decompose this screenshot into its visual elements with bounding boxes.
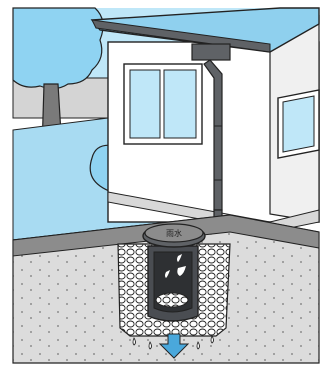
basin-lid: 雨水 — [143, 224, 205, 247]
side-window — [278, 90, 319, 158]
house — [92, 8, 319, 232]
front-window — [124, 64, 202, 144]
lid-marking: 雨水 — [166, 228, 182, 238]
infiltration-basin — [148, 246, 198, 321]
